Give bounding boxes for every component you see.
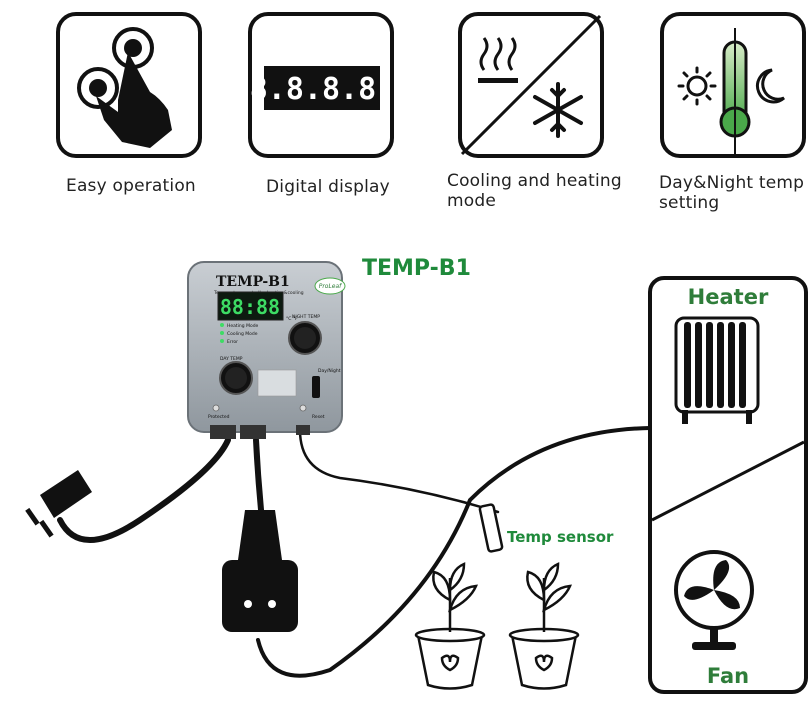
- feature-label-easy-operation: Easy operation: [66, 176, 196, 196]
- digital-display-icon: 8.8.8.8.: [248, 12, 395, 158]
- reset-label: Reset: [312, 414, 325, 420]
- temp-sensor-label: Temp sensor: [507, 528, 614, 546]
- feature-label-cooling-heating: Cooling and heating mode: [447, 171, 622, 211]
- display-digits: 8.8.8.8.: [250, 72, 395, 107]
- device-display-unit: °C °F: [286, 316, 298, 322]
- temp-sensor-probe: [478, 503, 504, 553]
- heat-cool-icon: [458, 12, 604, 158]
- touch-hand-icon: [56, 12, 202, 158]
- sun-moon-thermometer-icon: [660, 12, 806, 158]
- heater-icon: [674, 316, 760, 424]
- power-plug-icon: [25, 470, 92, 538]
- fan-label: Fan: [706, 664, 750, 688]
- day-night-switch-label: Day/Night: [318, 368, 341, 374]
- plant-pot-icon: [414, 562, 486, 690]
- device-display-digits: 88:88: [220, 295, 280, 319]
- day-temp-label: DAY TEMP: [220, 356, 243, 362]
- power-socket-icon: [222, 510, 298, 632]
- fan-icon: [674, 550, 754, 650]
- indicator-cooling-mode: Cooling Mode: [227, 331, 258, 337]
- protected-label: Protected: [208, 414, 230, 420]
- feature-label-day-night: Day&Night temp setting: [659, 173, 805, 213]
- night-temp-label: NIGHT TEMP: [292, 314, 320, 320]
- device-brand-logo: ProLeaf: [319, 283, 342, 290]
- indicator-heating-mode: Heating Mode: [227, 323, 259, 329]
- day-night-switch[interactable]: [312, 376, 320, 398]
- sun-icon: [686, 75, 708, 97]
- heater-label: Heater: [687, 285, 769, 309]
- feature-label-digital-display: Digital display: [266, 177, 390, 197]
- snowflake-icon: [533, 82, 583, 138]
- product-title: TEMP-B1: [362, 256, 471, 281]
- controller-device: TEMP-B1 Temperature controller heating&c…: [187, 261, 346, 439]
- plant-pot-icon: [508, 562, 580, 690]
- device-model-title: TEMP-B1: [216, 274, 290, 290]
- indicator-error: Error: [227, 339, 238, 345]
- moon-icon: [756, 68, 785, 104]
